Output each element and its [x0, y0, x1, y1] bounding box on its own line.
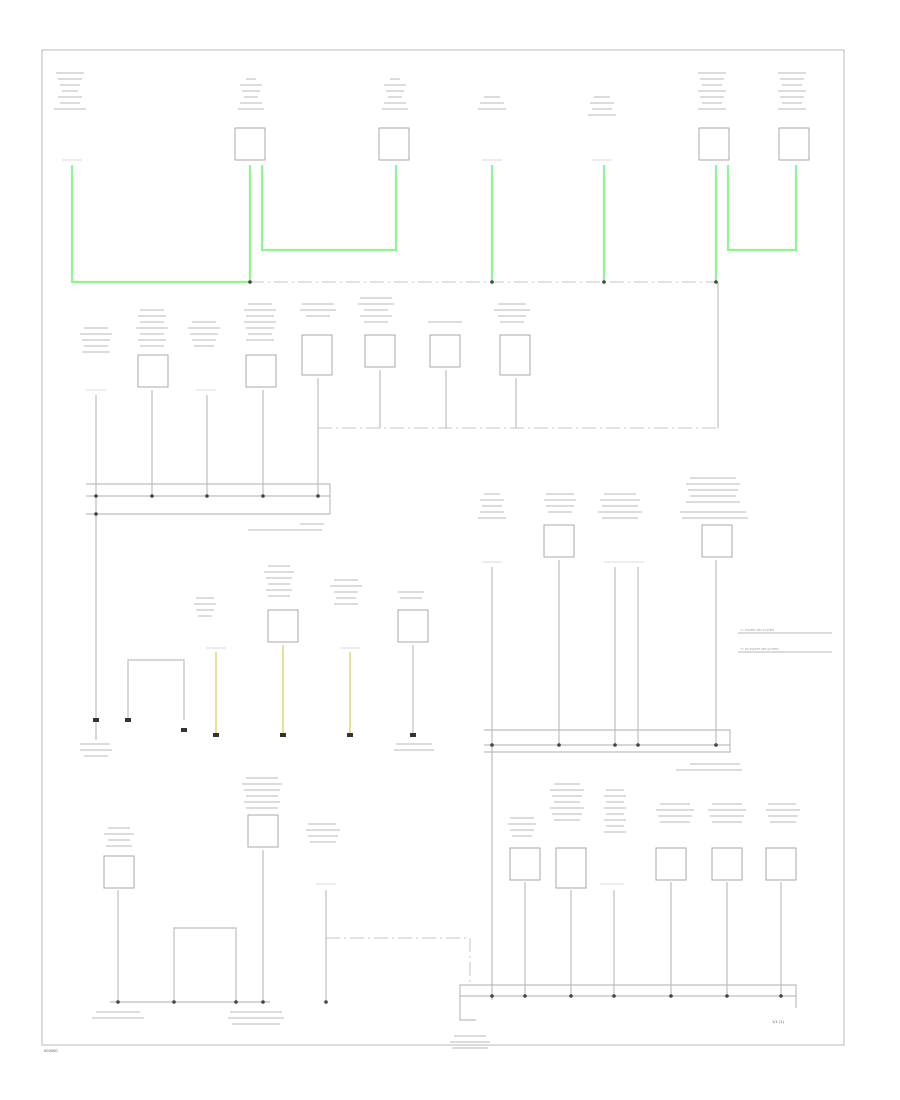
bottom-row-components [103, 777, 800, 889]
component-box [378, 127, 410, 161]
note-2: *2: W/ EXCEPT SBS SYSTEM [740, 647, 779, 651]
note-1: *1: EXCEPT SBS SYSTEM [740, 628, 775, 632]
diagram-frame [41, 49, 845, 1046]
bottom-row-wires [92, 850, 797, 1049]
second-row-components [80, 297, 531, 391]
footer-code: 000000 [44, 1049, 58, 1053]
middle-left-wires [80, 645, 434, 757]
green-wires [70, 165, 798, 284]
second-row-wires [86, 370, 718, 740]
page-reference: 1/1 (1) [772, 1020, 785, 1024]
middle-right-components: *1: EXCEPT SBS SYSTEM *2: W/ EXCEPT SBS … [478, 477, 832, 653]
middle-left-components [194, 565, 429, 649]
top-row-components [54, 72, 810, 161]
component-box [778, 127, 810, 161]
component-box [234, 127, 266, 161]
middle-right-wires [484, 560, 742, 1000]
component-box [698, 127, 730, 161]
